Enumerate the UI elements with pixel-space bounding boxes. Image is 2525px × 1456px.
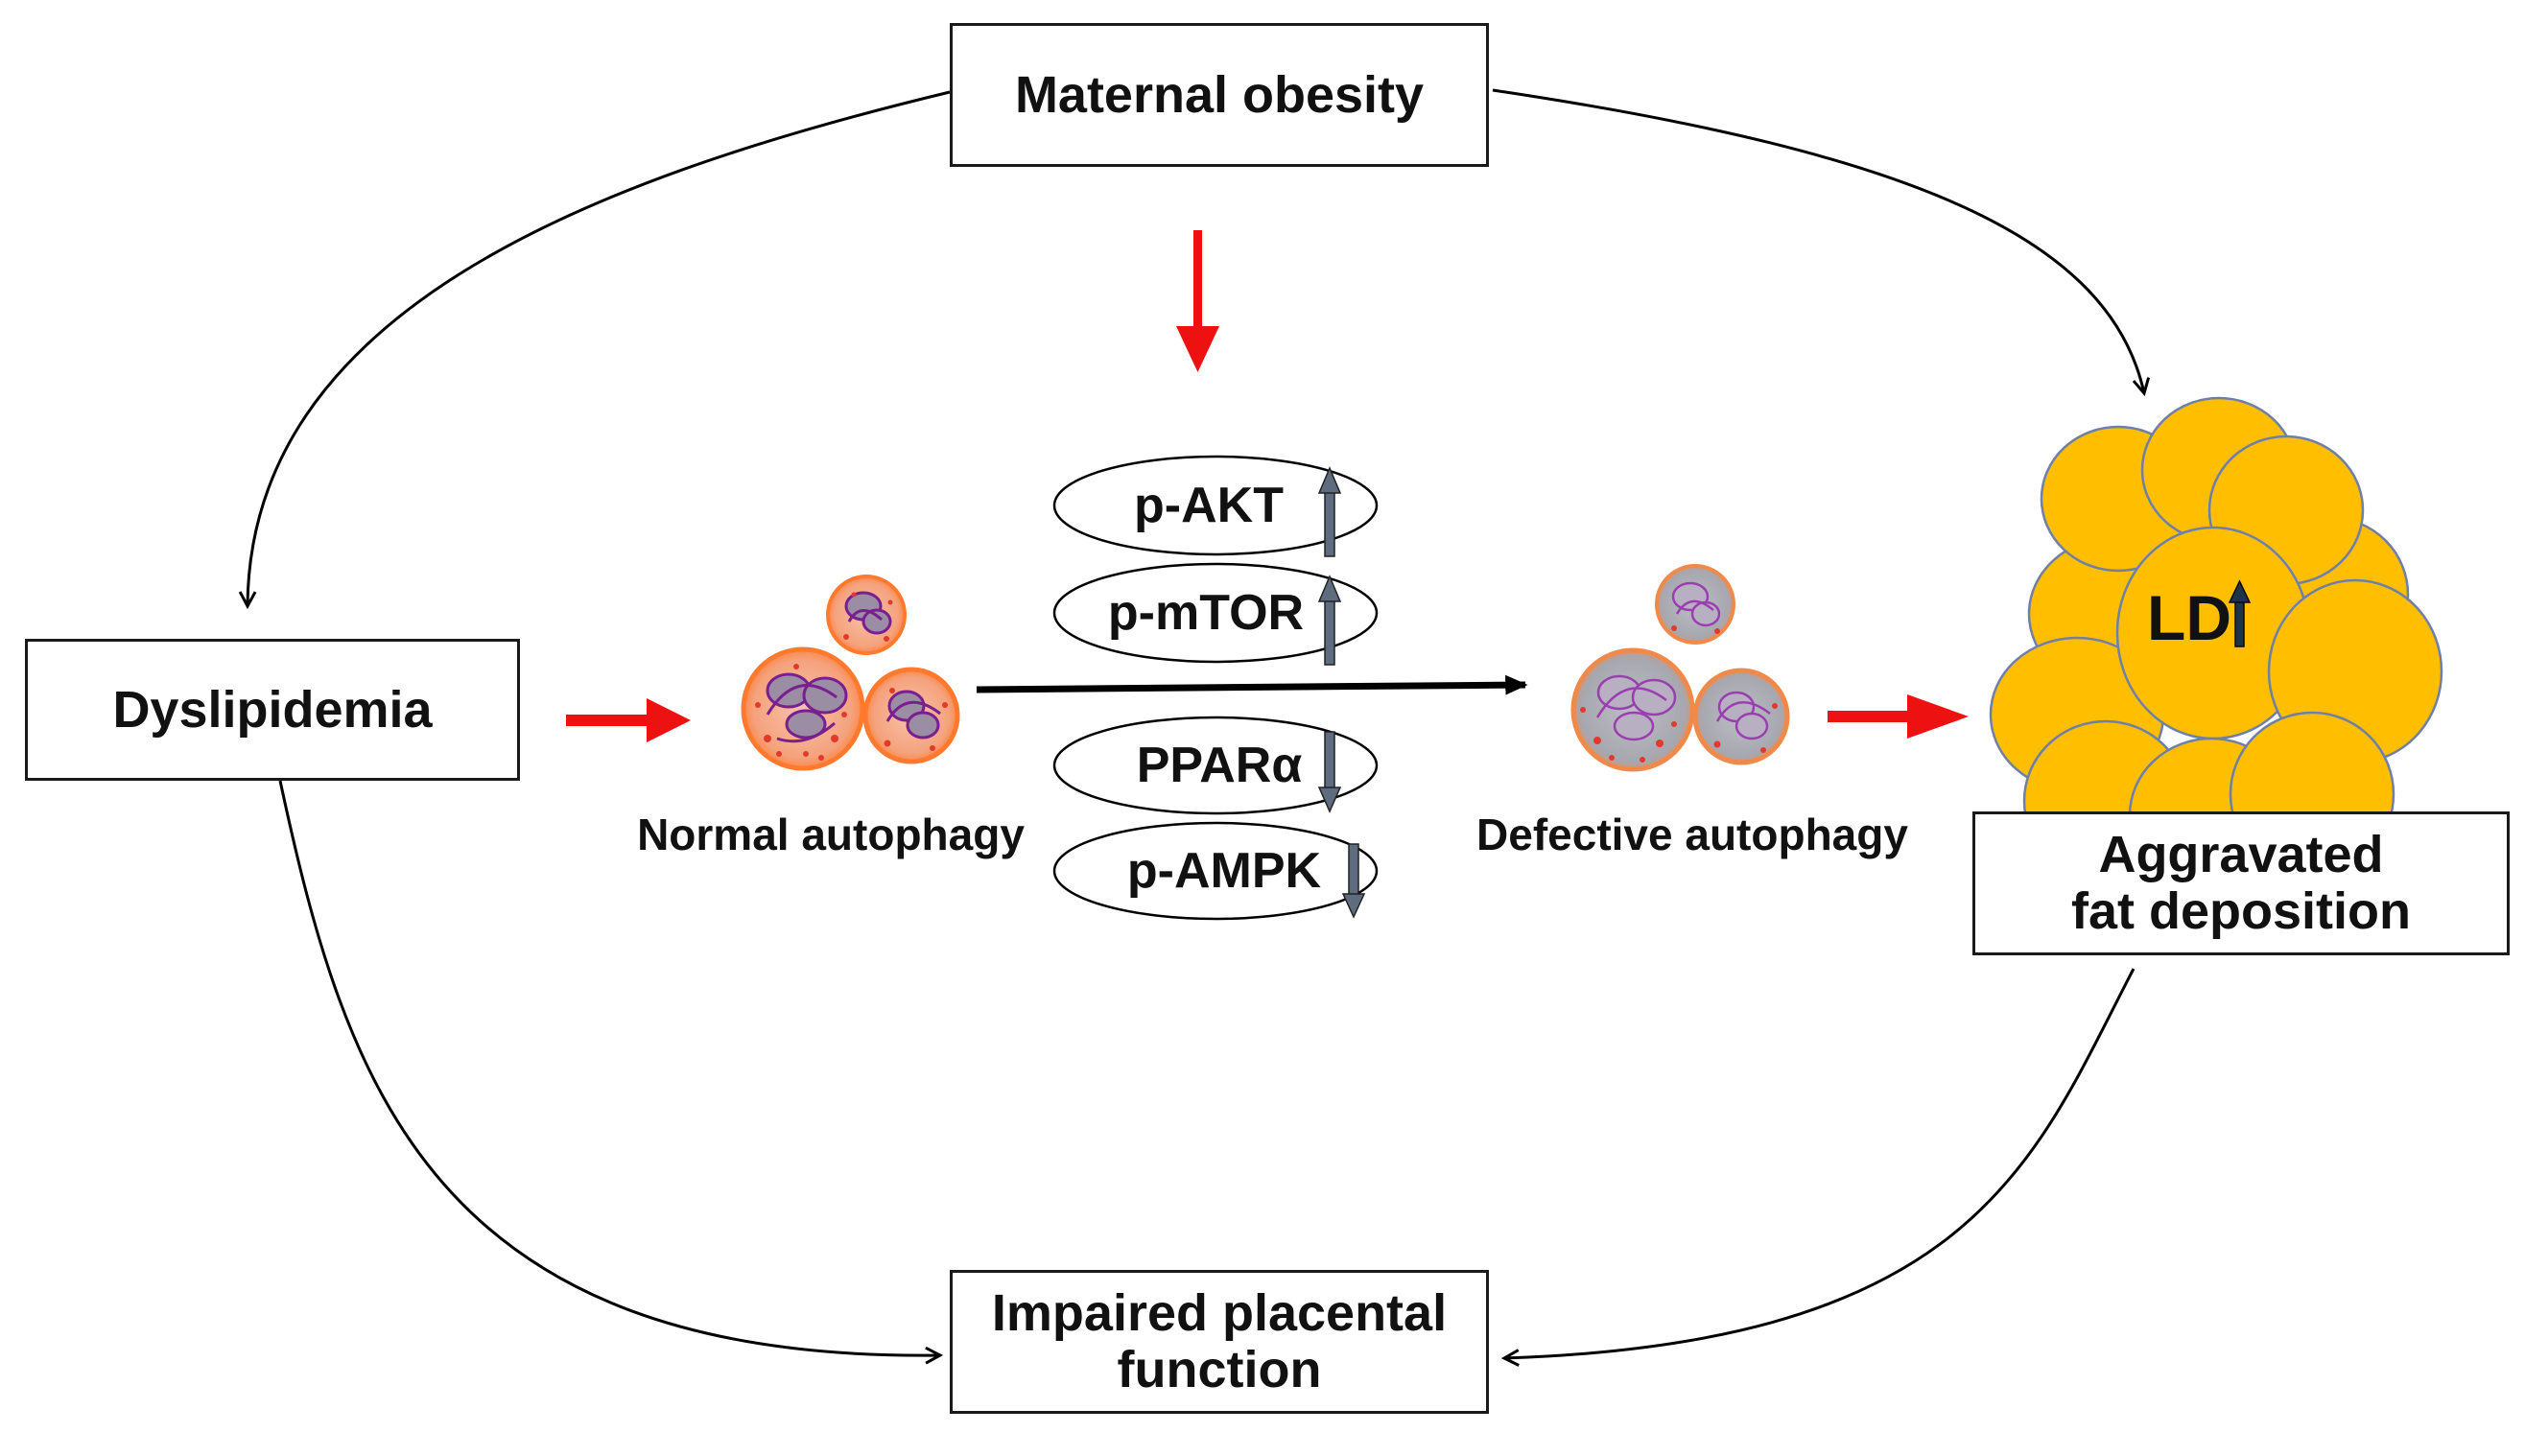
dyslipidemia-box: Dyslipidemia — [25, 639, 520, 781]
arrow-obesity-to-dyslipidemia — [248, 90, 951, 606]
marker-arrow-up-icon — [1317, 575, 1342, 666]
marker-arrow-up-icon — [1317, 466, 1342, 557]
dyslipidemia-label: Dyslipidemia — [112, 681, 433, 739]
maternal-obesity-box: Maternal obesity — [950, 23, 1489, 167]
impaired-placental-function-box: Impaired placental function — [950, 1270, 1489, 1414]
ld-label: LD — [2147, 582, 2231, 653]
normal-autophagy-cells — [741, 575, 960, 771]
marker-label-ppara: PPARα — [1136, 738, 1303, 793]
autophagy-cell — [826, 575, 907, 655]
arrow-fat-deposition-to-impaired — [1504, 968, 2136, 1358]
autophagy-cell — [862, 667, 960, 764]
autophagy-cell — [1692, 668, 1790, 765]
marker-label-p-akt: p-AKT — [1134, 478, 1284, 533]
function-label: function — [1117, 1341, 1322, 1398]
marker-label-p-ampk: p-AMPK — [1126, 843, 1322, 899]
marker-p-akt — [1052, 455, 1379, 556]
arrow-dyslipidemia-to-impaired — [278, 780, 940, 1355]
maternal-obesity-label: Maternal obesity — [1014, 66, 1425, 124]
impaired-placental-label: Impaired placental — [991, 1283, 1448, 1342]
red-arrow-dyslipidemia-to-normal — [566, 698, 691, 742]
marker-arrow-down-icon — [1341, 843, 1366, 919]
arrow-obesity-to-fat-deposition — [1492, 88, 2144, 393]
ld-arrow-up-icon — [2228, 579, 2252, 647]
aggravated-fat-deposition-box: Aggravated fat deposition — [1972, 811, 2510, 955]
arrow-normal-to-defective — [976, 674, 1528, 695]
autophagy-cell — [1655, 564, 1735, 645]
defective-autophagy-label: Defective autophagy — [1476, 810, 1908, 859]
marker-label-p-mtor: p-mTOR — [1107, 585, 1305, 641]
defective-autophagy-cells — [1570, 564, 1790, 772]
marker-ppara — [1052, 716, 1379, 815]
red-arrow-down — [1176, 230, 1219, 372]
marker-p-ampk — [1052, 821, 1379, 921]
marker-p-mtor — [1052, 562, 1379, 664]
aggravated-label: Aggravated — [2098, 825, 2384, 883]
red-arrow-defective-to-ld — [1828, 694, 1969, 739]
autophagy-cell — [1570, 647, 1695, 772]
fat-deposition-label: fat deposition — [2071, 882, 2411, 940]
marker-arrow-down-icon — [1317, 731, 1342, 813]
normal-autophagy-label: Normal autophagy — [637, 810, 1025, 859]
autophagy-cell — [741, 646, 865, 771]
